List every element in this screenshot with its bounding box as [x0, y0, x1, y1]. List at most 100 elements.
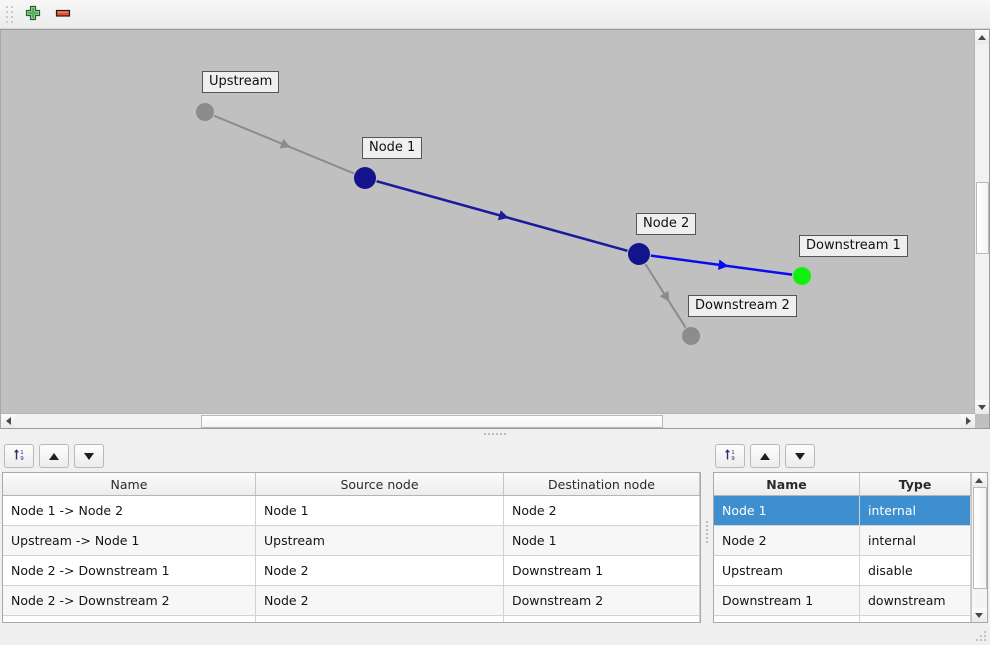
graph-drawing[interactable] — [1, 30, 975, 414]
table-cell[interactable]: Node 1 — [503, 525, 700, 556]
canvas-vertical-scroll-thumb[interactable] — [976, 182, 989, 254]
table-cell[interactable]: Node 2 -> Downstream 1 — [3, 555, 256, 586]
table-cell[interactable]: Downstream 1 — [503, 555, 700, 586]
graph-node[interactable] — [682, 327, 700, 345]
graph-node-label[interactable]: Node 1 — [362, 137, 423, 159]
graph-node-label[interactable]: Node 2 — [636, 213, 697, 235]
table-cell[interactable]: Upstream — [714, 555, 860, 586]
table-cell[interactable]: downstream — [859, 585, 971, 616]
sort-icon: 1 9 — [12, 447, 27, 465]
triangle-up-icon — [975, 477, 983, 483]
canvas-scroll-right-button[interactable] — [961, 414, 975, 428]
table-cell[interactable]: Node 1 -> Node 2 — [3, 495, 256, 526]
remove-node-button[interactable] — [48, 1, 78, 27]
table-cell[interactable]: Node 2 — [255, 585, 504, 616]
vertical-splitter[interactable] — [703, 439, 711, 625]
move-node-down-button[interactable] — [785, 444, 815, 468]
splitter-grip-icon — [484, 433, 506, 435]
table-cell[interactable]: Node 1 — [714, 495, 860, 526]
table-cell[interactable]: Node 2 -> Downstream 2 — [3, 585, 256, 616]
triangle-up-icon — [49, 452, 59, 460]
graph-node[interactable] — [196, 103, 214, 121]
graph-node[interactable] — [354, 167, 376, 189]
sort-nodes-button[interactable]: 1 9 — [715, 444, 745, 468]
triangle-left-icon — [5, 417, 11, 425]
table-cell[interactable]: internal — [859, 525, 971, 556]
move-node-up-button[interactable] — [750, 444, 780, 468]
horizontal-splitter[interactable] — [0, 429, 990, 439]
graph-node[interactable] — [793, 267, 811, 285]
column-header[interactable]: Name — [714, 473, 860, 496]
table-cell[interactable]: Downstream 1 — [714, 585, 860, 616]
table-empty-row — [714, 615, 971, 622]
nodes-table-scroll-thumb[interactable] — [973, 487, 987, 589]
graph-node-label[interactable]: Upstream — [202, 71, 280, 93]
canvas-vertical-scrollbar[interactable] — [974, 30, 989, 414]
triangle-right-icon — [965, 417, 971, 425]
table-cell[interactable]: Upstream -> Node 1 — [3, 525, 256, 556]
triangle-up-icon — [760, 452, 770, 460]
table-cell[interactable]: Downstream 2 — [503, 585, 700, 616]
graph-node-label[interactable]: Downstream 2 — [688, 295, 797, 317]
nodes-table-vertical-scrollbar[interactable] — [971, 473, 987, 622]
move-edge-down-button[interactable] — [74, 444, 104, 468]
splitter-grip-icon — [706, 521, 708, 543]
canvas-horizontal-scrollbar[interactable] — [1, 413, 975, 428]
sort-edges-button[interactable]: 1 9 — [4, 444, 34, 468]
svg-text:9: 9 — [20, 456, 24, 462]
graph-node-label[interactable]: Downstream 1 — [799, 235, 908, 257]
table-cell[interactable]: Node 1 — [255, 495, 504, 526]
column-header[interactable]: Destination node — [503, 473, 700, 496]
canvas-scroll-down-button[interactable] — [975, 400, 989, 414]
triangle-down-icon — [795, 452, 805, 460]
nodes-scroll-up-button[interactable] — [972, 473, 986, 487]
table-cell[interactable]: disable — [859, 555, 971, 586]
table-cell[interactable]: internal — [859, 495, 971, 526]
triangle-up-icon — [978, 34, 986, 40]
triangle-down-icon — [978, 404, 986, 410]
nodes-scroll-down-button[interactable] — [972, 608, 986, 622]
graph-edge-arrow — [659, 290, 670, 302]
status-bar — [0, 625, 990, 645]
graph-edge-arrow — [718, 259, 729, 270]
move-edge-up-button[interactable] — [39, 444, 69, 468]
graph-node[interactable] — [628, 243, 650, 265]
triangle-down-icon — [84, 452, 94, 460]
table-cell[interactable]: Upstream — [255, 525, 504, 556]
column-header[interactable]: Type — [859, 473, 971, 496]
plus-icon — [24, 4, 42, 25]
table-cell — [255, 615, 504, 622]
toolbar-drag-handle[interactable] — [4, 3, 14, 25]
canvas-horizontal-scroll-thumb[interactable] — [201, 415, 663, 428]
window-resize-grip[interactable] — [976, 631, 988, 643]
canvas-scroll-left-button[interactable] — [1, 414, 15, 428]
add-node-button[interactable] — [18, 1, 48, 27]
table-cell[interactable]: Node 2 — [503, 495, 700, 526]
table-cell[interactable]: Node 2 — [255, 555, 504, 586]
graph-edge-arrow — [279, 138, 291, 149]
column-header[interactable]: Name — [3, 473, 256, 496]
table-cell[interactable]: Node 2 — [714, 525, 860, 556]
nodes-toolbar: 1 9 — [711, 439, 990, 472]
column-header[interactable]: Source node — [255, 473, 504, 496]
canvas-scroll-up-button[interactable] — [975, 30, 989, 44]
